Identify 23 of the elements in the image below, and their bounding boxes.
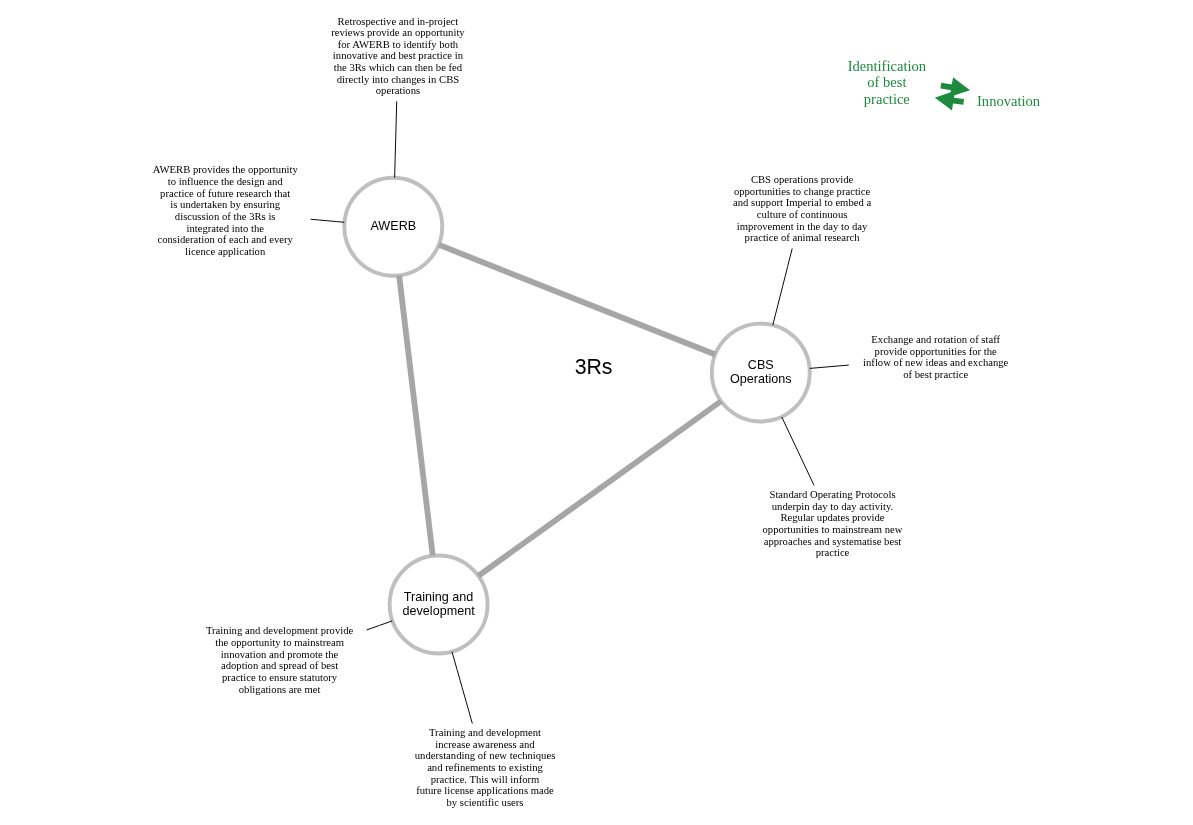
connector (366, 620, 393, 631)
node-text: Training and development provide the opportunity to mainstream innovation and promote the adoption and spread of best practice to ensure statutory obligations are met (205, 625, 354, 695)
connector (451, 651, 473, 724)
node-circle: CBS Operations (709, 321, 812, 424)
connector (781, 416, 815, 486)
node-text: Identification of best practice (847, 57, 926, 107)
connector (809, 364, 850, 369)
connector (772, 248, 793, 326)
node-text: 3Rs (574, 355, 613, 380)
node-circle: Training and development (387, 553, 490, 656)
node-text: AWERB provides the opportunity to influence the design and practice of future research that is undertaken by ensuring discussion of the 3Rs is integrated into the consideration of each and every licence application (152, 164, 298, 257)
node-text: Training and development increase awareness and understanding of new techniques and refinements to existing practice. This will inform future license applications made by scientific users (414, 727, 556, 808)
connector (476, 398, 723, 579)
connector (396, 275, 436, 556)
connector (394, 100, 398, 179)
connector (310, 218, 345, 223)
node-text: Innovation (977, 92, 1041, 109)
node-text: Exchange and rotation of staff provide opportunities for the inflow of new ideas and exchange of best practice (863, 333, 1009, 380)
node-text: Retrospective and in-project reviews provide an opportunity for AWERB to identify both innovative and best practice in the 3Rs which can then be fed directly into changes in CBS operations (331, 15, 465, 97)
connector (438, 242, 717, 358)
node-text: CBS operations provide opportunities to change practice and support Imperial to embed a culture of continuous improvement in the day to day practice of animal research (733, 174, 872, 244)
node-circle: AWERB (342, 175, 445, 278)
node-text: Standard Operating Protocols underpin day to day activity. Regular updates provide opportunities to mainstream new approaches and systematise best practice (762, 489, 903, 559)
